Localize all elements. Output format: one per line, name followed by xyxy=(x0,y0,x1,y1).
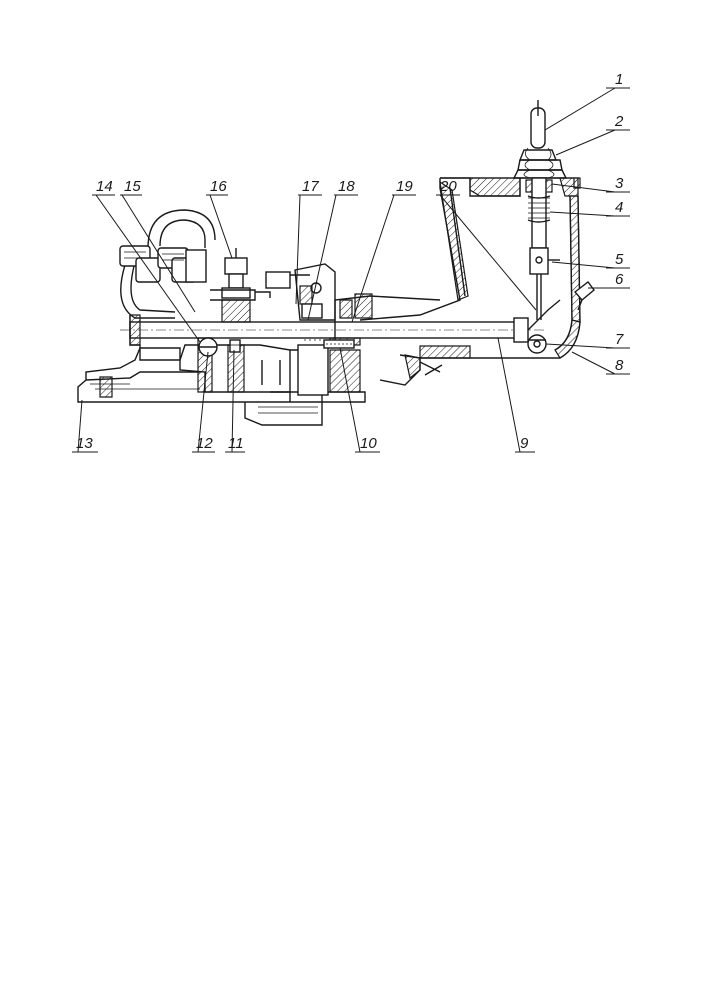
callout-labels: 1 2 3 4 5 6 7 8 9 10 11 12 13 14 15 16 1… xyxy=(76,71,624,452)
callout-underlines xyxy=(72,87,630,453)
callout-5: 5 xyxy=(615,251,624,268)
callout-2: 2 xyxy=(614,113,624,130)
callout-15: 15 xyxy=(124,178,141,195)
callout-3: 3 xyxy=(615,175,624,192)
callout-8: 8 xyxy=(615,357,624,374)
callout-10: 10 xyxy=(360,435,377,452)
callout-18: 18 xyxy=(338,178,355,195)
leader-lines xyxy=(77,87,616,453)
shift-rod xyxy=(120,299,561,354)
callout-16: 16 xyxy=(210,178,227,195)
left-cover xyxy=(129,293,441,402)
callout-9: 9 xyxy=(520,435,529,452)
callout-4: 4 xyxy=(615,199,623,216)
callout-11: 11 xyxy=(228,435,244,452)
fittings xyxy=(229,339,355,353)
callout-13: 13 xyxy=(76,435,93,452)
callout-17: 17 xyxy=(302,178,319,195)
callout-12: 12 xyxy=(196,435,213,452)
air-pipe-assembly xyxy=(119,209,310,323)
base-housing xyxy=(77,347,366,426)
callout-14: 14 xyxy=(96,178,113,195)
breather-plug xyxy=(573,281,595,311)
control-casing xyxy=(359,177,581,386)
callout-6: 6 xyxy=(615,271,624,288)
callout-1: 1 xyxy=(615,71,623,88)
callout-7: 7 xyxy=(615,331,624,348)
gear-lever-assembly xyxy=(512,100,568,320)
callout-19: 19 xyxy=(396,178,413,195)
callout-20: 20 xyxy=(439,178,457,195)
